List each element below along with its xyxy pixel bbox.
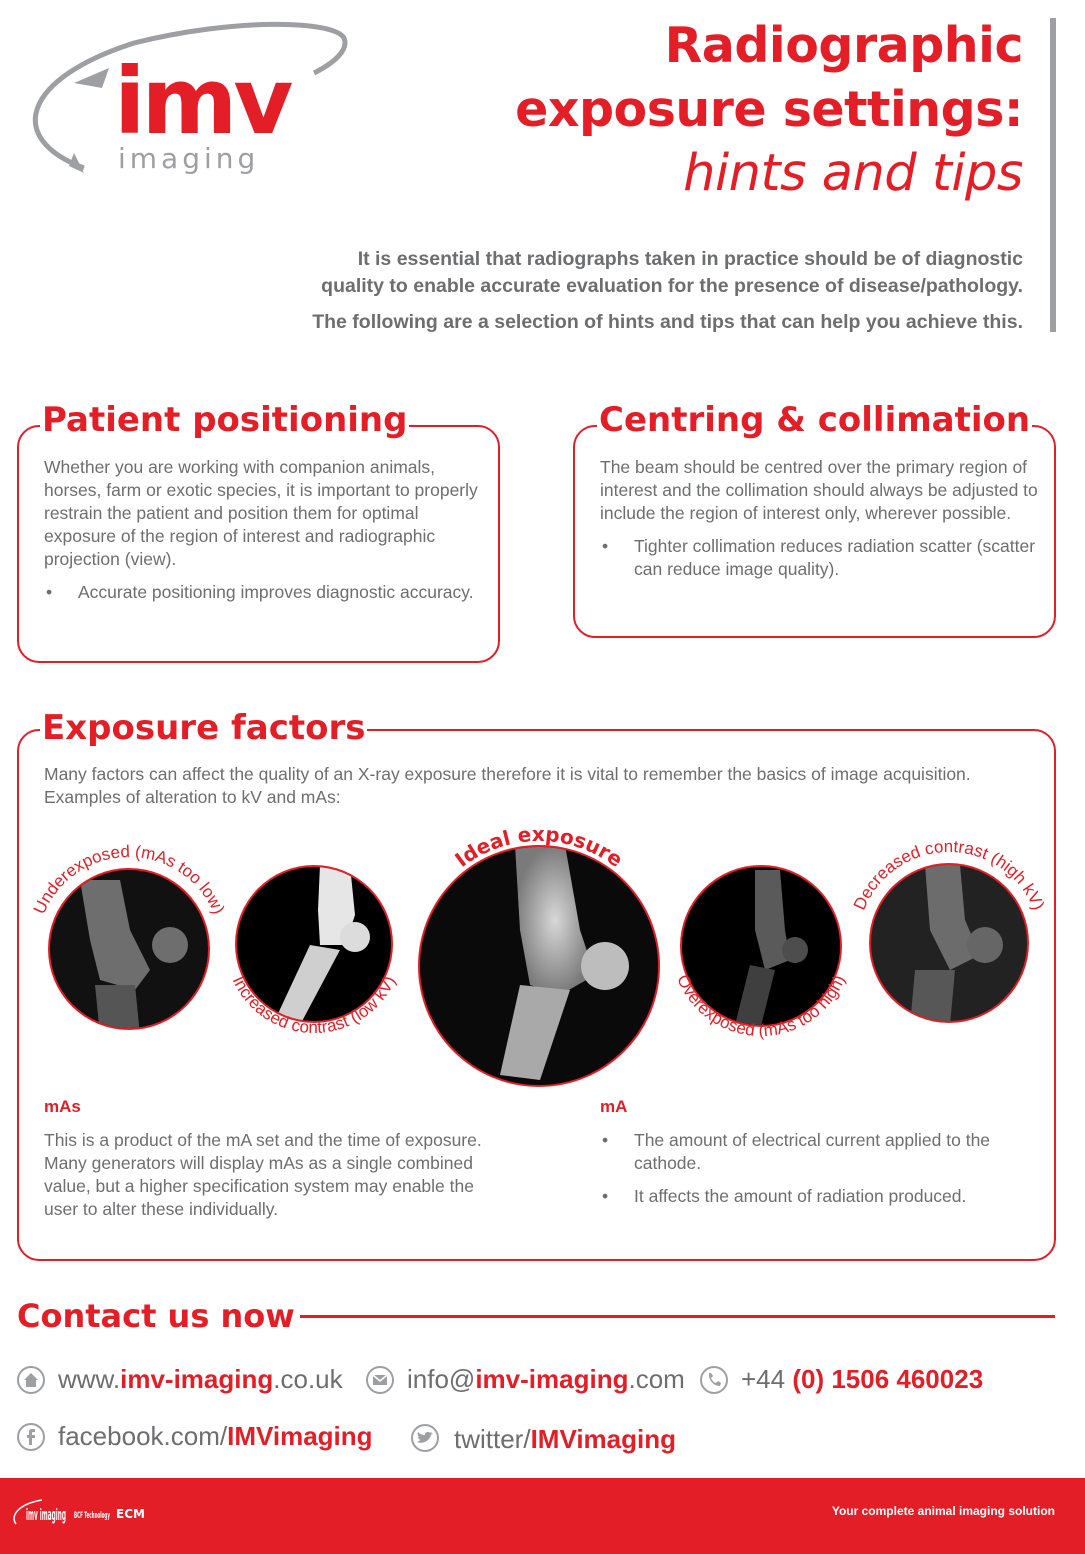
patient-positioning-body: Whether you are working with companion a… xyxy=(44,457,478,569)
centring-text: The beam should be centred over the prim… xyxy=(600,456,1040,581)
intro-line-1: It is essential that radiographs taken i… xyxy=(357,248,1023,270)
facebook-link[interactable]: facebook.com/IMVimaging xyxy=(58,1421,373,1451)
title-line-3: hints and tips xyxy=(683,144,1023,203)
svg-text:imaging: imaging xyxy=(118,142,259,175)
ma-heading: mA xyxy=(600,1097,628,1116)
imv-imaging-logo: imv imaging xyxy=(32,21,348,175)
mas-heading: mAs xyxy=(44,1097,81,1116)
intro-line-2: quality to enable accurate evaluation fo… xyxy=(321,275,1023,297)
title-line-2: exposure settings: xyxy=(515,81,1023,138)
svg-text:BCF Technology: BCF Technology xyxy=(74,1511,110,1521)
mas-body: This is a product of the mA set and the … xyxy=(44,1130,482,1219)
patient-positioning-heading: Patient positioning xyxy=(40,400,410,440)
footer-tagline: Your complete animal imaging solution xyxy=(831,1504,1055,1518)
patient-positioning-text: Whether you are working with companion a… xyxy=(44,456,484,604)
xray-increased-contrast xyxy=(235,865,393,1023)
xray-underexposed xyxy=(48,868,210,1030)
twitter-icon xyxy=(411,1424,439,1452)
ma-list: The amount of electrical current applied… xyxy=(600,1129,1030,1218)
centring-bullet: Tighter collimation reduces radiation sc… xyxy=(600,535,1040,581)
contact-rule xyxy=(300,1315,1055,1318)
website-link[interactable]: www.imv-imaging.co.uk xyxy=(58,1364,343,1394)
intro-line-3: The following are a selection of hints a… xyxy=(312,311,1023,333)
title-line-1: Radiographic xyxy=(664,17,1024,74)
phone-number[interactable]: +44 (0) 1506 460023 xyxy=(741,1364,984,1394)
phone-icon xyxy=(700,1366,728,1394)
centring-body: The beam should be centred over the prim… xyxy=(600,457,1038,523)
centring-heading: Centring & collimation xyxy=(597,400,1033,440)
page-title: Radiographic exposure settings: hints an… xyxy=(463,14,1023,206)
xray-overexposed xyxy=(680,865,842,1027)
footer-partner-logos: imv imaging BCF Technology ECM xyxy=(13,1499,145,1525)
email-link[interactable]: info@imv-imaging.com xyxy=(407,1364,685,1394)
xray-ideal-exposure xyxy=(418,845,660,1087)
ma-bullet-1: The amount of electrical current applied… xyxy=(600,1129,1030,1175)
exposure-intro: Many factors can affect the quality of a… xyxy=(44,764,971,807)
footer-bar: imv imaging BCF Technology ECM Your comp… xyxy=(0,1478,1085,1554)
svg-text:imv imaging: imv imaging xyxy=(26,1505,66,1524)
svg-text:imv: imv xyxy=(114,48,292,155)
contact-title: Contact us now xyxy=(17,1297,295,1335)
exposure-heading: Exposure factors xyxy=(40,708,368,748)
xray-image-row: Underexposed (mAs too low) Increased con… xyxy=(30,822,1048,1087)
exposure-box xyxy=(17,729,1056,1261)
ma-bullet-2: It affects the amount of radiation produ… xyxy=(600,1185,1030,1208)
intro-text: It is essential that radiographs taken i… xyxy=(143,246,1023,345)
patient-positioning-bullet: Accurate positioning improves diagnostic… xyxy=(44,581,484,604)
xray-decreased-contrast xyxy=(869,863,1029,1023)
facebook-icon xyxy=(17,1423,45,1451)
svg-text:ECM: ECM xyxy=(116,1507,145,1521)
title-side-bar xyxy=(1050,18,1056,332)
envelope-icon xyxy=(366,1366,394,1394)
twitter-link[interactable]: twitter/IMVimaging xyxy=(454,1424,677,1454)
home-icon xyxy=(17,1366,45,1394)
